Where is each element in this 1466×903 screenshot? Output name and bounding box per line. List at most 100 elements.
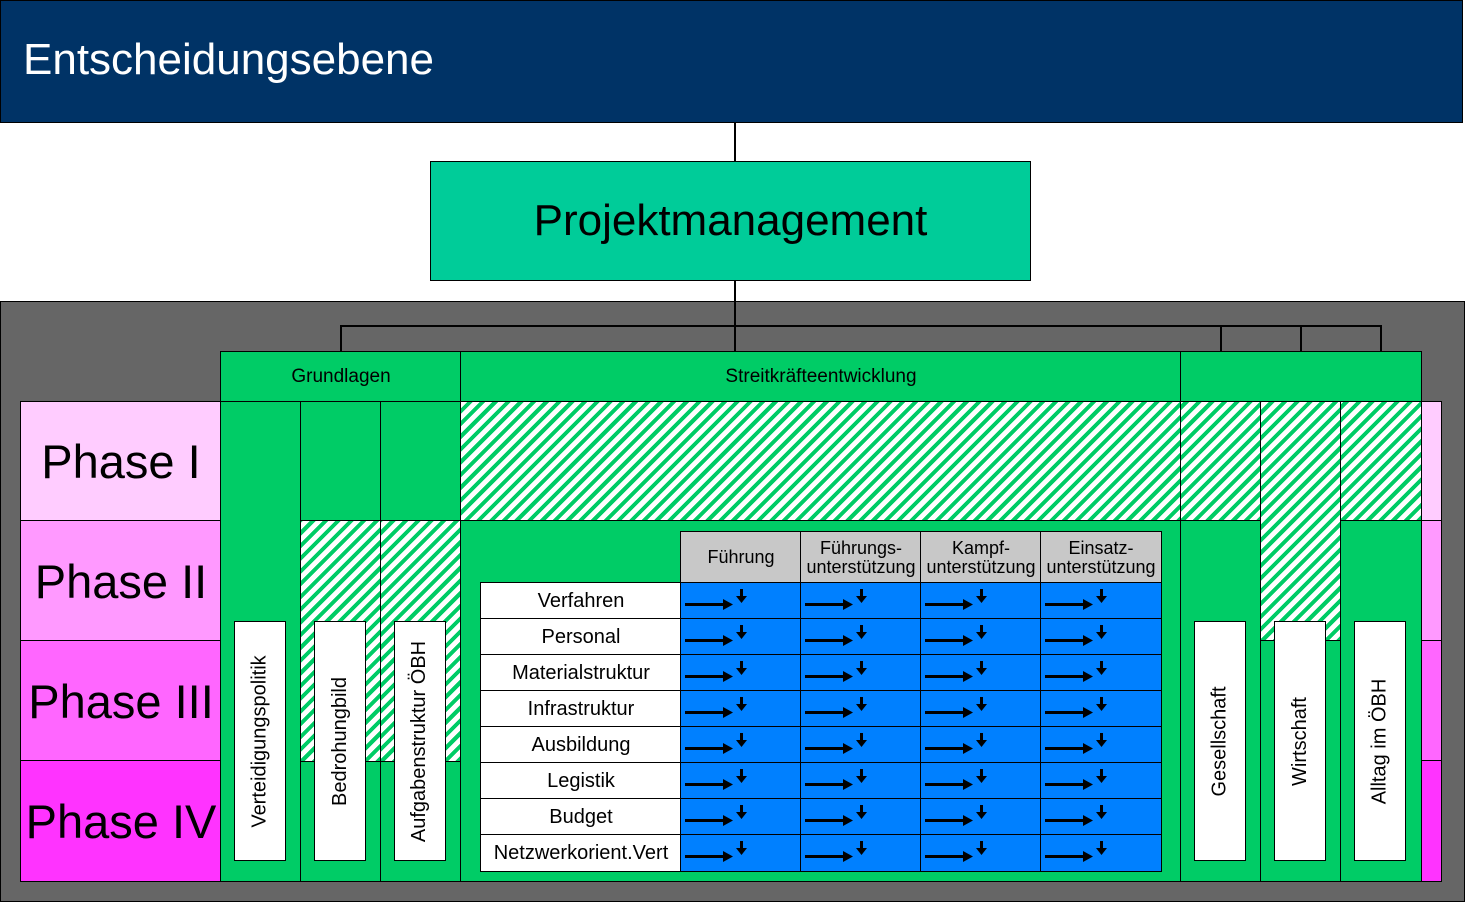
matrix-column-header-line2: unterstützung — [926, 556, 1036, 577]
label-verteidigungspolitik: Verteidigungspolitik — [248, 654, 271, 828]
phase-label-1: Phase I — [20, 401, 222, 522]
matrix-cell — [1040, 762, 1162, 800]
matrix-cell — [1040, 798, 1162, 836]
development-phase1-hatched — [460, 401, 1182, 522]
label-wirtschaft: Wirtschaft — [1288, 696, 1311, 786]
connector-line — [1380, 325, 1382, 351]
matrix-cell — [680, 798, 802, 836]
matrix-cell — [920, 582, 1042, 620]
phase-label-text: Phase II — [34, 554, 208, 608]
matrix-cell — [680, 762, 802, 800]
matrix-cell — [680, 654, 802, 692]
arrow-right-down-icon — [925, 697, 987, 718]
matrix-row-label: Materialstruktur — [480, 654, 682, 692]
matrix-cell — [800, 690, 922, 728]
matrix-cell — [920, 762, 1042, 800]
arrow-right-down-icon — [805, 805, 867, 826]
connector-line — [1220, 325, 1222, 351]
arrow-right-down-icon — [925, 805, 987, 826]
matrix-row-label: Budget — [480, 798, 682, 836]
matrix-cell — [920, 798, 1042, 836]
matrix-cell — [920, 654, 1042, 692]
matrix-cell — [680, 690, 802, 728]
arrow-right-down-icon — [925, 625, 987, 646]
label-box-verteidigungspolitik: Verteidigungspolitik — [234, 621, 286, 861]
label-box-bedrohungsbild: Bedrohungbild — [314, 621, 366, 861]
matrix-cell — [920, 618, 1042, 656]
arrow-right-down-icon — [805, 733, 867, 754]
arrow-right-down-icon — [925, 589, 987, 610]
matrix-column-header: Führungs-unterstützung — [800, 531, 922, 584]
matrix-cell — [680, 618, 802, 656]
matrix-cell — [680, 726, 802, 764]
matrix-cell — [680, 834, 802, 872]
matrix-cell — [800, 834, 922, 872]
matrix-cell — [800, 582, 922, 620]
connector-line — [734, 123, 736, 161]
phase-label-2: Phase II — [20, 520, 222, 642]
matrix-cell — [800, 726, 922, 764]
decision-level-title: Entscheidungsebene — [23, 35, 434, 84]
arrow-right-down-icon — [1045, 697, 1107, 718]
arrow-right-down-icon — [685, 733, 747, 754]
project-management-box: Projektmanagement — [430, 161, 1031, 281]
matrix-cell — [920, 834, 1042, 872]
arrow-right-down-icon — [685, 769, 747, 790]
phase-label-text: Phase I — [41, 435, 201, 488]
matrix-cell — [800, 618, 922, 656]
matrix-row-label: Netzwerkorient.Vert — [480, 834, 682, 872]
matrix-row-label: Ausbildung — [480, 726, 682, 764]
label-box-alltag: Alltag im ÖBH — [1354, 621, 1406, 861]
column-wirtschaft-hatched — [1260, 401, 1342, 642]
arrow-right-down-icon — [1045, 589, 1107, 610]
connector-line — [340, 325, 342, 351]
label-bedrohungsbild: Bedrohungbild — [328, 676, 351, 806]
matrix-cell — [800, 762, 922, 800]
arrow-right-down-icon — [805, 697, 867, 718]
matrix-cell — [920, 726, 1042, 764]
matrix-column-header: Kampf-unterstützung — [920, 531, 1042, 584]
arrow-right-down-icon — [805, 661, 867, 682]
label-gesellschaft: Gesellschaft — [1208, 685, 1231, 797]
arrow-right-down-icon — [1045, 625, 1107, 646]
arrow-right-down-icon — [805, 769, 867, 790]
phase-label-3: Phase III — [20, 640, 222, 762]
arrow-right-down-icon — [805, 625, 867, 646]
arrow-right-down-icon — [1045, 805, 1107, 826]
arrow-right-down-icon — [685, 805, 747, 826]
matrix-cell — [1040, 726, 1162, 764]
connector-line — [340, 325, 1382, 327]
project-management-title: Projektmanagement — [533, 196, 928, 245]
matrix-column-header-line1: Führungs- — [819, 537, 903, 558]
arrow-right-down-icon — [1045, 733, 1107, 754]
matrix-column-header-line1: Kampf- — [951, 537, 1011, 558]
matrix-cell — [1040, 654, 1162, 692]
label-alltag: Alltag im ÖBH — [1368, 678, 1391, 804]
matrix-column-header-line1: Führung — [707, 547, 775, 567]
column-gesellschaft-hatched — [1180, 401, 1262, 522]
arrow-right-down-icon — [685, 589, 747, 610]
group-header-streitkraefteentwicklung: Streitkräfteentwicklung — [460, 351, 1182, 403]
matrix-cell — [1040, 690, 1162, 728]
matrix-cell — [1040, 582, 1162, 620]
group-label-grundlagen: Grundlagen — [291, 366, 391, 387]
column-alltag-hatched — [1340, 401, 1422, 522]
arrow-right-down-icon — [805, 589, 867, 610]
matrix-cell — [1040, 618, 1162, 656]
arrow-right-down-icon — [685, 841, 747, 862]
matrix-column-header-line2: unterstützung — [806, 556, 916, 577]
decision-level-box: Entscheidungsebene — [0, 0, 1463, 123]
arrow-right-down-icon — [685, 661, 747, 682]
matrix-column-header-line2: unterstützung — [1046, 556, 1156, 577]
arrow-right-down-icon — [925, 841, 987, 862]
arrow-right-down-icon — [1045, 661, 1107, 682]
matrix-cell — [800, 798, 922, 836]
matrix-column-header-line1: Einsatz- — [1068, 537, 1134, 558]
group-label-streitkraefteentwicklung: Streitkräfteentwicklung — [725, 366, 917, 387]
arrow-right-down-icon — [925, 661, 987, 682]
connector-line — [734, 281, 736, 301]
matrix-cell — [1040, 834, 1162, 872]
group-header-external — [1180, 351, 1422, 403]
label-box-wirtschaft: Wirtschaft — [1274, 621, 1326, 861]
group-header-grundlagen: Grundlagen — [220, 351, 462, 403]
